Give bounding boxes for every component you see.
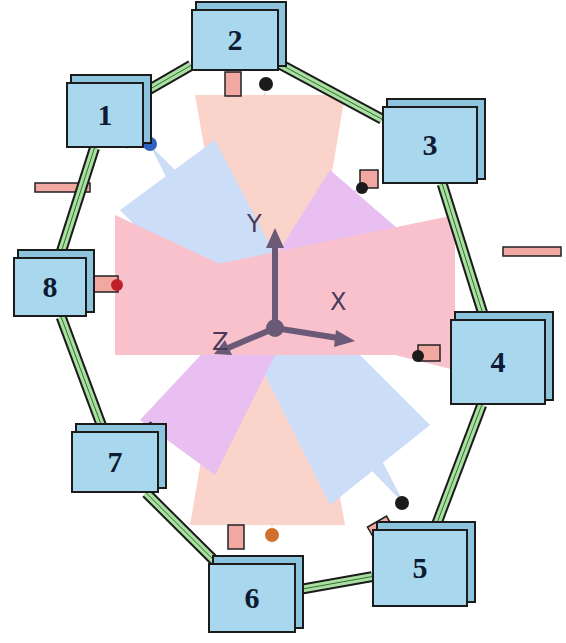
camera-box: 2 xyxy=(191,9,279,71)
camera-number: 1 xyxy=(98,100,113,130)
axes xyxy=(214,228,355,355)
camera-box: 3 xyxy=(382,106,478,184)
frame-bar xyxy=(146,493,217,563)
frame-bar xyxy=(144,65,191,92)
camera-box: 4 xyxy=(450,319,546,405)
frame-bar xyxy=(442,184,484,319)
frame-bar xyxy=(60,148,95,257)
camera-box: 1 xyxy=(66,82,144,148)
camera-box: 5 xyxy=(372,529,468,607)
light-field xyxy=(115,215,415,355)
axis-label: Z xyxy=(212,330,228,354)
frame-bar xyxy=(61,317,103,431)
axis-label: Y xyxy=(247,212,262,236)
camera-number: 3 xyxy=(423,130,438,160)
camera-box: 6 xyxy=(208,563,296,633)
camera-box: 8 xyxy=(13,257,87,317)
frame-bar xyxy=(435,405,482,529)
axis-label: X xyxy=(330,290,346,314)
camera-number: 5 xyxy=(413,553,428,583)
camera-number: 6 xyxy=(245,583,260,613)
light-field xyxy=(115,215,455,370)
frame-bar xyxy=(279,64,382,119)
frame-bar xyxy=(296,577,372,591)
camera-number: 7 xyxy=(108,447,123,477)
frame-bracket xyxy=(503,247,561,256)
camera-number: 8 xyxy=(43,272,58,302)
camera-number: 4 xyxy=(491,347,506,377)
camera-box: 7 xyxy=(71,431,159,493)
camera-number: 2 xyxy=(228,25,243,55)
